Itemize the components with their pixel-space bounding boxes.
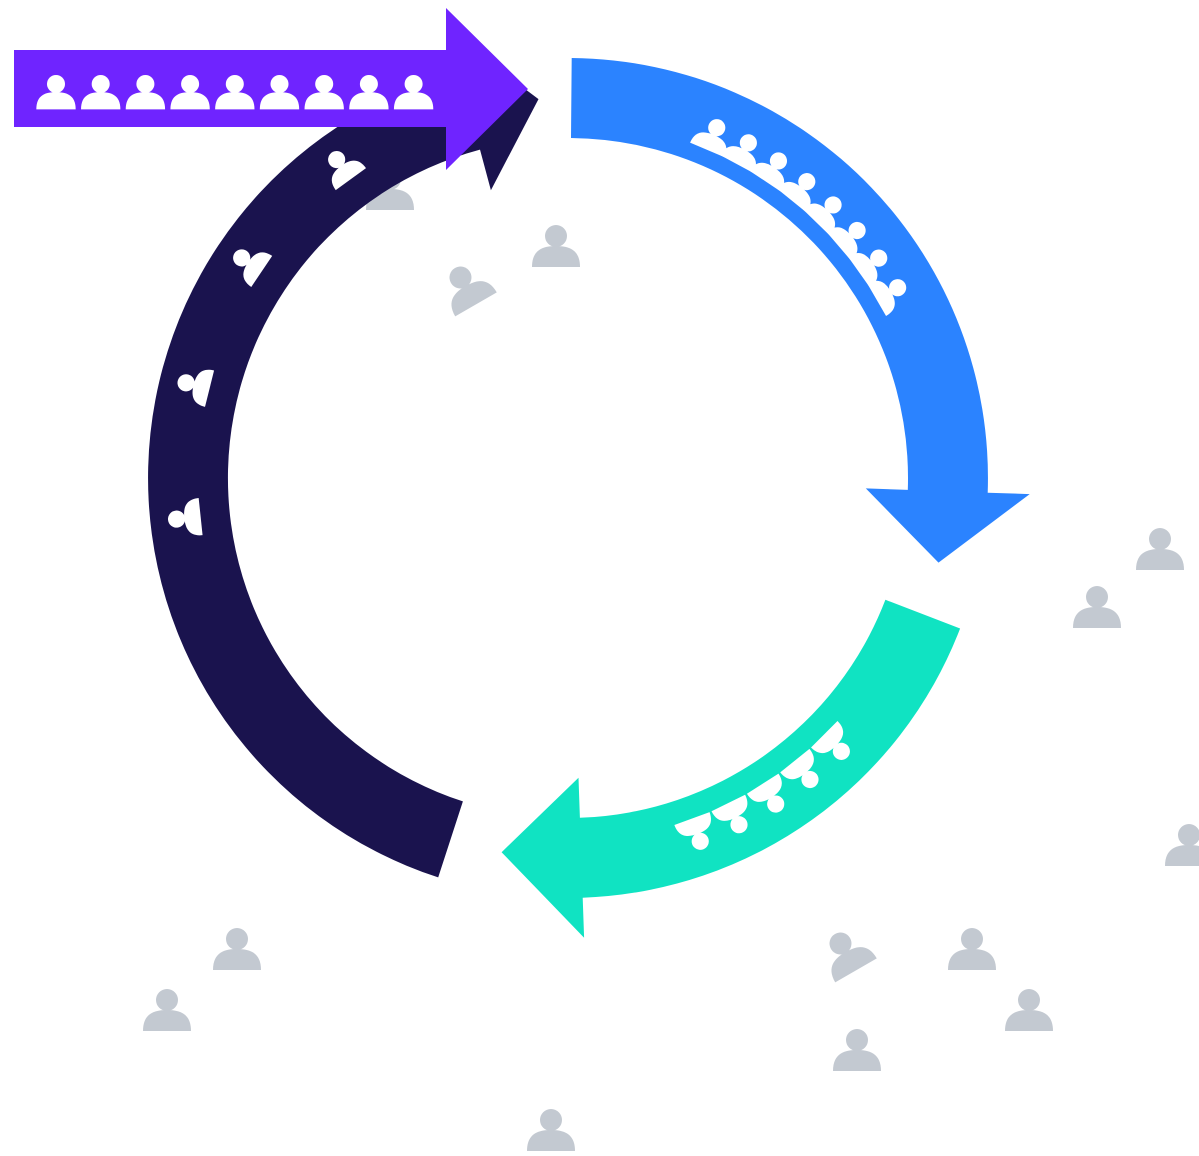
person-icon [36, 74, 76, 110]
person-icon [449, 266, 497, 317]
cycle-arrow-navy [148, 31, 539, 878]
person-icon [1005, 989, 1053, 1031]
person-icon [1073, 586, 1121, 628]
person-icon [81, 74, 121, 110]
person-icon [233, 249, 273, 287]
person-icon [1136, 528, 1184, 570]
person-icon [811, 721, 850, 760]
person-icon [829, 932, 877, 983]
person-icon [527, 1109, 575, 1151]
person-icon [177, 369, 215, 407]
person-icon [125, 74, 166, 110]
person-icon [833, 1029, 881, 1071]
cycle-arrow-teal [501, 599, 961, 938]
person-icon [720, 134, 757, 174]
person-icon [690, 119, 727, 158]
cycle-arrow-teal-people [674, 721, 850, 850]
person-icon [143, 989, 191, 1031]
person-icon [867, 279, 907, 317]
person-icon [213, 928, 261, 970]
cycle-arrow-navy-people [167, 150, 367, 536]
person-icon [749, 152, 788, 192]
person-icon [777, 173, 816, 213]
person-icon [167, 497, 203, 536]
person-icon [532, 225, 580, 267]
person-icon [259, 74, 300, 110]
person-icon [848, 249, 888, 288]
person-icon [393, 74, 434, 110]
person-icon [328, 150, 367, 191]
entry-arrow-people [36, 74, 434, 110]
person-icon [948, 928, 996, 970]
person-icon [1165, 824, 1199, 866]
person-icon [780, 748, 819, 789]
person-icon [746, 773, 785, 813]
cycle-arrow-blue [571, 58, 1030, 563]
person-icon [711, 794, 748, 834]
person-icon [215, 74, 255, 110]
person-icon [170, 74, 210, 110]
entry-arrow [14, 8, 528, 170]
person-icon [349, 74, 389, 110]
person-icon [802, 196, 842, 236]
person-icon [674, 812, 711, 850]
cycle-arrow-blue-people [690, 119, 907, 317]
person-icon [826, 221, 866, 261]
loose-people-group [143, 168, 1199, 1151]
person-icon [304, 74, 344, 110]
